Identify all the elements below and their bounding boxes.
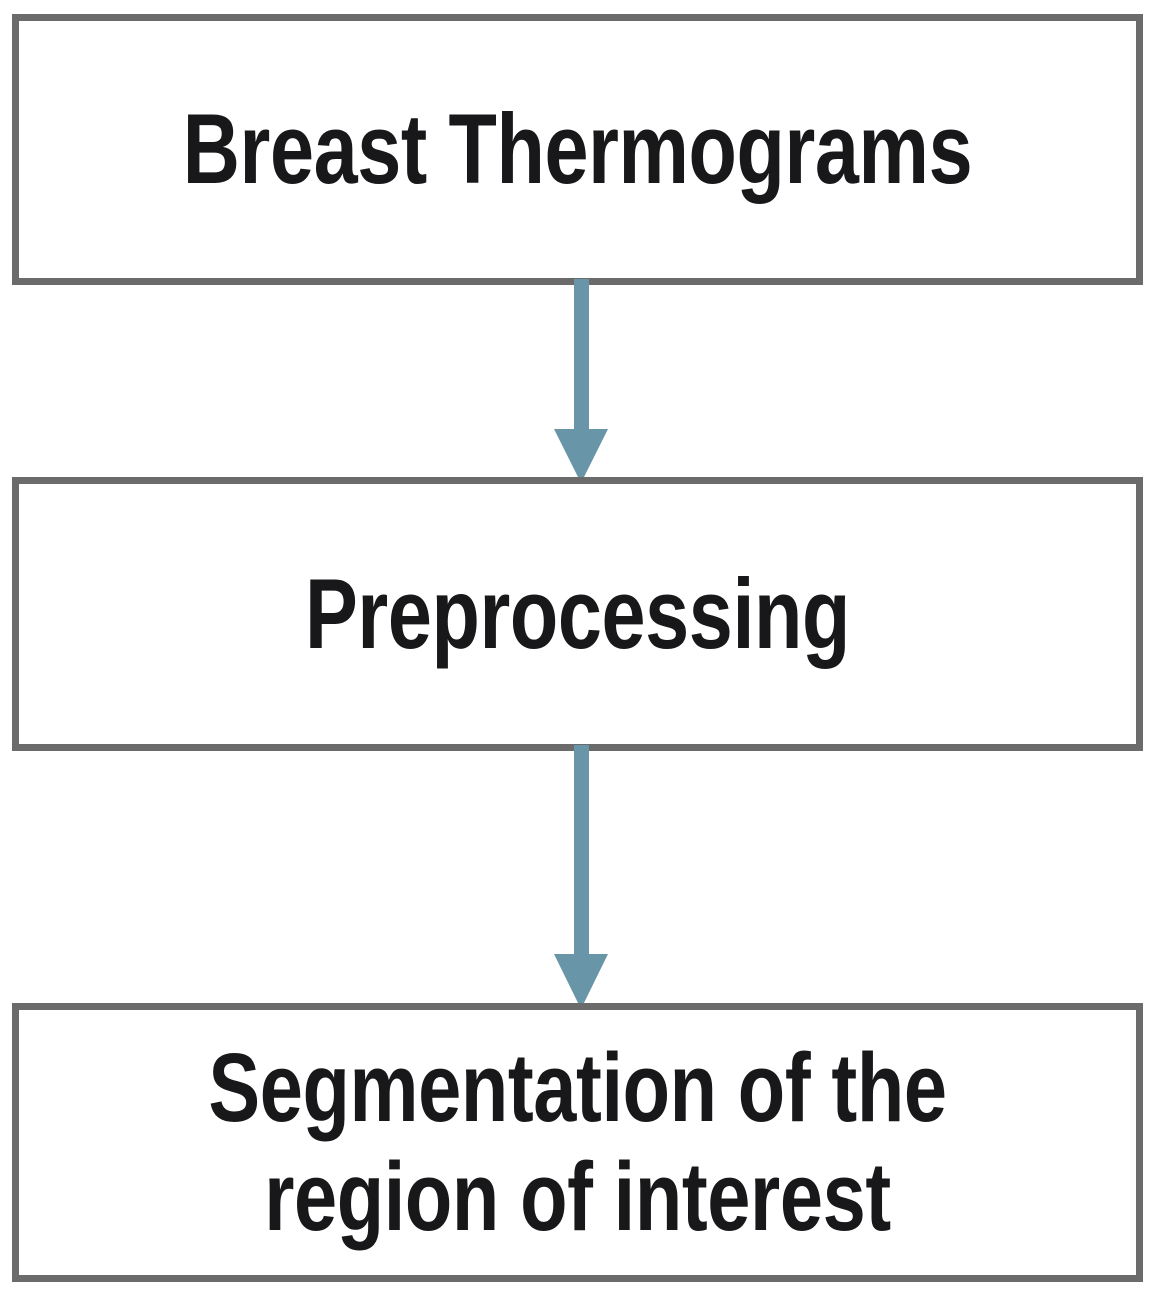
flow-arrow-preprocessing-to-segmentation [552, 745, 610, 1009]
flow-node-breast-thermograms[interactable]: Breast Thermograms [12, 14, 1143, 285]
down-arrow-icon [554, 745, 608, 1009]
flow-node-label: Breast Thermograms [182, 93, 973, 205]
flow-node-segmentation-of-roi[interactable]: Segmentation of the region of interest [12, 1003, 1143, 1282]
flow-node-preprocessing[interactable]: Preprocessing [12, 477, 1143, 751]
down-arrow-icon [554, 279, 608, 483]
flow-node-label: Preprocessing [304, 557, 851, 669]
flow-arrow-thermograms-to-preprocessing [552, 279, 610, 483]
flow-node-label: Segmentation of the region of interest [208, 1032, 947, 1251]
